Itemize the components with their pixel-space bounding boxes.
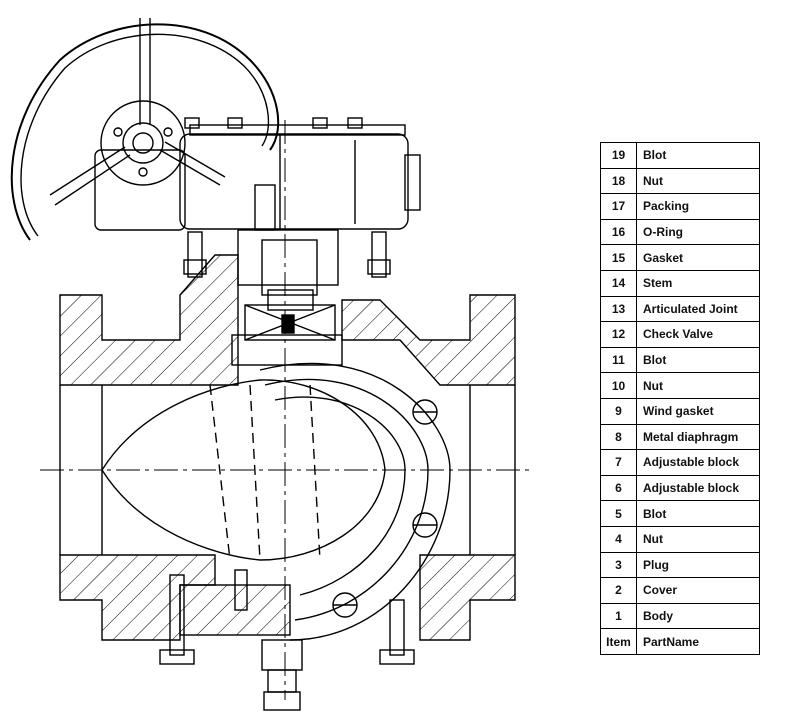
- item-number: 10: [600, 372, 637, 399]
- item-number: 1: [600, 602, 637, 630]
- part-name: Packing: [636, 193, 760, 220]
- part-name: Blot: [636, 500, 760, 527]
- handwheel: [10, 18, 280, 241]
- valve-body: [59, 254, 516, 641]
- item-number: 4: [600, 525, 637, 553]
- part-name: Stem: [636, 269, 760, 297]
- part-name: Nut: [636, 525, 760, 553]
- item-number: 19: [600, 142, 637, 169]
- item-number: 17: [600, 193, 637, 220]
- item-number: 11: [600, 346, 637, 374]
- part-name: O-Ring: [636, 218, 760, 246]
- centerlines: [40, 120, 530, 700]
- valve-cross-section-drawing: [10, 18, 530, 711]
- part-name: Nut: [636, 372, 760, 399]
- item-number: 18: [600, 167, 637, 195]
- part-name: Articulated Joint: [636, 295, 760, 323]
- item-header: Item: [600, 628, 637, 655]
- item-number: 5: [600, 500, 637, 527]
- item-number: 9: [600, 397, 637, 425]
- part-name: Cover: [636, 577, 760, 604]
- item-number: 6: [600, 474, 637, 502]
- part-name: Check Valve: [636, 321, 760, 348]
- item-number: 3: [600, 551, 637, 579]
- item-number: 16: [600, 218, 637, 246]
- item-number: 2: [600, 577, 637, 604]
- part-name: Blot: [636, 142, 760, 169]
- item-number: 12: [600, 321, 637, 348]
- part-name: Adjustable block: [636, 474, 760, 502]
- part-name: Body: [636, 602, 760, 630]
- item-number: 8: [600, 423, 637, 451]
- part-name: Blot: [636, 346, 760, 374]
- item-number: 7: [600, 449, 637, 476]
- part-name: Wind gasket: [636, 397, 760, 425]
- part-name: Nut: [636, 167, 760, 195]
- part-name: Plug: [636, 551, 760, 579]
- part-name: Gasket: [636, 244, 760, 271]
- bottom-bolts: [159, 569, 415, 711]
- item-number: 15: [600, 244, 637, 271]
- item-number: 14: [600, 269, 637, 297]
- part-name: Metal diaphragm: [636, 423, 760, 451]
- item-number: 13: [600, 295, 637, 323]
- partname-header: PartName: [636, 628, 760, 655]
- part-name: Adjustable block: [636, 449, 760, 476]
- gearbox: [94, 117, 421, 231]
